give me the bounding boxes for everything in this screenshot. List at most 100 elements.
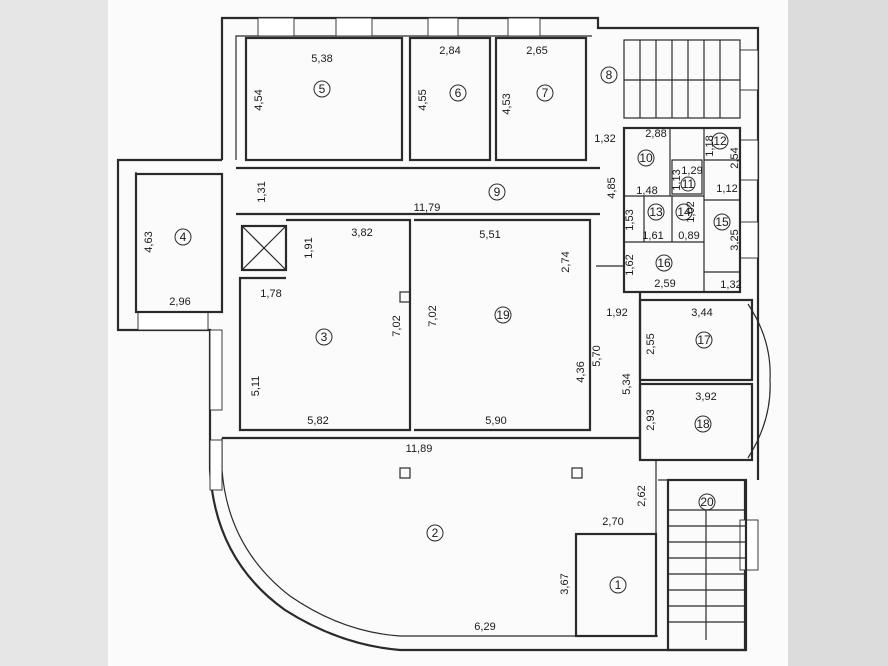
dim-2-74: 2,74 xyxy=(560,251,572,272)
dim-1-53: 1,53 xyxy=(624,209,636,230)
dim-1-62: 1,62 xyxy=(624,254,636,275)
room-6: 6 xyxy=(449,84,467,102)
room-9: 9 xyxy=(488,183,506,201)
svg-text:3: 3 xyxy=(321,330,328,344)
svg-text:6: 6 xyxy=(455,86,462,100)
svg-text:16: 16 xyxy=(657,256,671,270)
dim-2-62: 2,62 xyxy=(636,485,648,506)
room-20: 20 xyxy=(698,493,716,511)
svg-text:8: 8 xyxy=(606,68,613,82)
dim-1-13: 1,13 xyxy=(671,169,683,190)
right-shadow xyxy=(788,0,888,666)
svg-text:18: 18 xyxy=(696,417,710,431)
dim-1-48: 1,48 xyxy=(636,185,657,197)
dim-5-11: 5,11 xyxy=(250,376,262,397)
room-13: 13 xyxy=(647,203,665,221)
dim-2-65: 2,65 xyxy=(526,45,547,57)
room-17: 17 xyxy=(695,331,713,349)
dim-1-18: 1,18 xyxy=(704,135,716,156)
dim-4-36: 4,36 xyxy=(575,361,587,382)
dim-3-44: 3,44 xyxy=(691,307,712,319)
dim-4-63: 4,63 xyxy=(143,231,155,252)
dim-1-61: 1,61 xyxy=(642,230,663,242)
dim-7-02-right: 7,02 xyxy=(427,305,439,326)
dimension-labels: 5,38 4,54 2,84 4,55 2,65 4,53 1,32 2,88 … xyxy=(143,45,742,633)
room-1: 1 xyxy=(609,576,627,594)
dim-4-55: 4,55 xyxy=(417,89,429,110)
interior-walls xyxy=(134,36,771,652)
svg-text:13: 13 xyxy=(649,205,663,219)
dim-1-78: 1,78 xyxy=(260,288,281,300)
dim-2-70: 2,70 xyxy=(602,516,623,528)
room-11: 11 xyxy=(680,176,696,192)
dim-5-82: 5,82 xyxy=(307,415,328,427)
dim-11-89: 11,89 xyxy=(406,443,433,455)
dim-7-02-left: 7,02 xyxy=(391,315,403,336)
svg-text:2: 2 xyxy=(432,526,439,540)
dim-3-92: 3,92 xyxy=(695,391,716,403)
svg-text:4: 4 xyxy=(180,230,187,244)
room-labels: 5 6 7 8 9 10 11 12 13 14 15 16 4 3 19 17… xyxy=(174,66,731,594)
dim-2-88: 2,88 xyxy=(645,128,666,140)
dim-11-79: 11,79 xyxy=(414,202,441,214)
dim-2-84: 2,84 xyxy=(439,45,460,57)
room-8: 8 xyxy=(600,66,618,84)
dim-2-55: 2,55 xyxy=(645,333,657,354)
dim-4-53: 4,53 xyxy=(501,93,513,114)
dim-5-70: 5,70 xyxy=(591,345,603,366)
svg-text:5: 5 xyxy=(319,82,326,96)
room-19: 19 xyxy=(494,306,512,324)
svg-text:17: 17 xyxy=(697,333,711,347)
room-14: 14 xyxy=(675,203,693,221)
dim-1-92: 1,92 xyxy=(606,307,627,319)
dim-3-25: 3,25 xyxy=(729,229,741,250)
dim-6-29: 6,29 xyxy=(474,621,495,633)
room-3: 3 xyxy=(315,328,333,346)
room-10: 10 xyxy=(637,149,655,167)
svg-text:7: 7 xyxy=(542,86,549,100)
dim-1-32-right: 1,32 xyxy=(720,279,741,291)
left-shadow xyxy=(0,0,108,666)
room-16: 16 xyxy=(655,254,673,272)
dim-4-54: 4,54 xyxy=(253,89,265,110)
room-5: 5 xyxy=(313,80,331,98)
svg-text:10: 10 xyxy=(639,151,653,165)
svg-text:12: 12 xyxy=(713,134,727,148)
dim-3-82: 3,82 xyxy=(351,227,372,239)
svg-text:1: 1 xyxy=(615,578,622,592)
dim-3-67: 3,67 xyxy=(559,573,571,594)
dim-1-32-top: 1,32 xyxy=(594,133,615,145)
stair-20-treads xyxy=(668,509,746,640)
dim-2-59: 2,59 xyxy=(654,278,675,290)
svg-text:9: 9 xyxy=(494,185,501,199)
svg-text:15: 15 xyxy=(715,215,729,229)
dim-5-38: 5,38 xyxy=(311,53,332,65)
dim-1-02: 1,02 xyxy=(685,201,697,222)
room-7: 7 xyxy=(536,84,554,102)
svg-text:19: 19 xyxy=(496,308,510,322)
svg-text:20: 20 xyxy=(700,495,714,509)
room-12: 12 xyxy=(711,132,729,150)
svg-text:11: 11 xyxy=(682,177,695,191)
room-15: 15 xyxy=(713,213,731,231)
dim-0-89: 0,89 xyxy=(678,230,699,242)
dim-1-91: 1,91 xyxy=(303,237,315,258)
room-4: 4 xyxy=(174,228,192,246)
dim-2-93: 2,93 xyxy=(645,409,657,430)
dim-5-34: 5,34 xyxy=(621,373,633,394)
dim-5-51: 5,51 xyxy=(479,229,500,241)
outer-walls xyxy=(116,16,760,652)
room-2: 2 xyxy=(426,524,444,542)
dim-2-96: 2,96 xyxy=(169,296,190,308)
dim-5-90: 5,90 xyxy=(485,415,506,427)
dim-4-85: 4,85 xyxy=(606,177,618,198)
dim-1-12: 1,12 xyxy=(716,183,737,195)
dim-1-31: 1,31 xyxy=(256,181,268,202)
dim-2-54: 2,54 xyxy=(729,147,741,168)
room-18: 18 xyxy=(694,415,712,433)
dim-1-29: 1,29 xyxy=(681,165,702,177)
windows xyxy=(137,17,759,571)
stair-8-treads xyxy=(624,40,740,118)
svg-text:14: 14 xyxy=(677,205,691,219)
